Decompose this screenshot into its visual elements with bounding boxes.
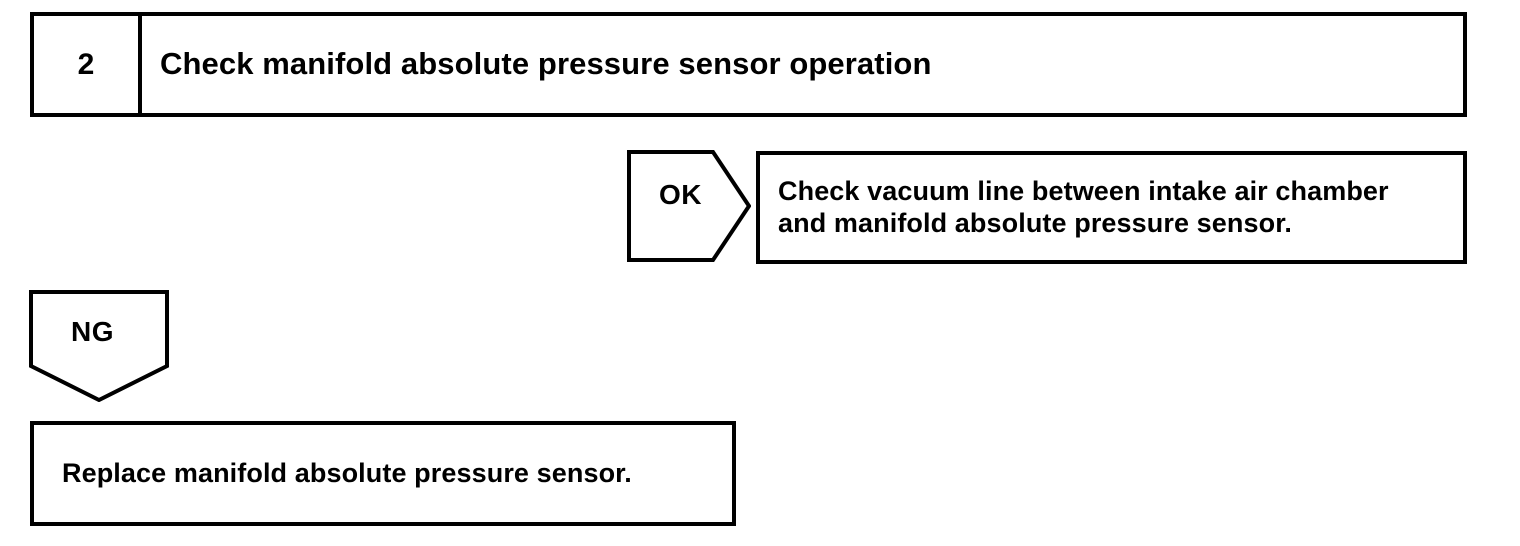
step-title-cell: Check manifold absolute pressure sensor …	[142, 16, 1463, 113]
ng-result-box: Replace manifold absolute pressure senso…	[30, 421, 736, 526]
pennant-right-arrow-icon	[627, 150, 751, 262]
ok-result-box: Check vacuum line between intake air cha…	[756, 151, 1467, 264]
step-number-cell: 2	[34, 16, 142, 113]
ng-result-text: Replace manifold absolute pressure senso…	[62, 457, 632, 488]
step-header-row: 2 Check manifold absolute pressure senso…	[30, 12, 1467, 117]
ng-branch-label: NG	[71, 316, 114, 347]
ng-branch-pennant: NG	[29, 290, 169, 402]
ok-branch-pennant: OK	[627, 150, 751, 262]
ok-result-text: Check vacuum line between intake air cha…	[778, 175, 1389, 238]
ok-branch-label: OK	[659, 179, 702, 210]
step-number: 2	[77, 47, 95, 81]
step-title: Check manifold absolute pressure sensor …	[160, 46, 932, 82]
pennant-down-arrow-icon	[29, 290, 169, 402]
